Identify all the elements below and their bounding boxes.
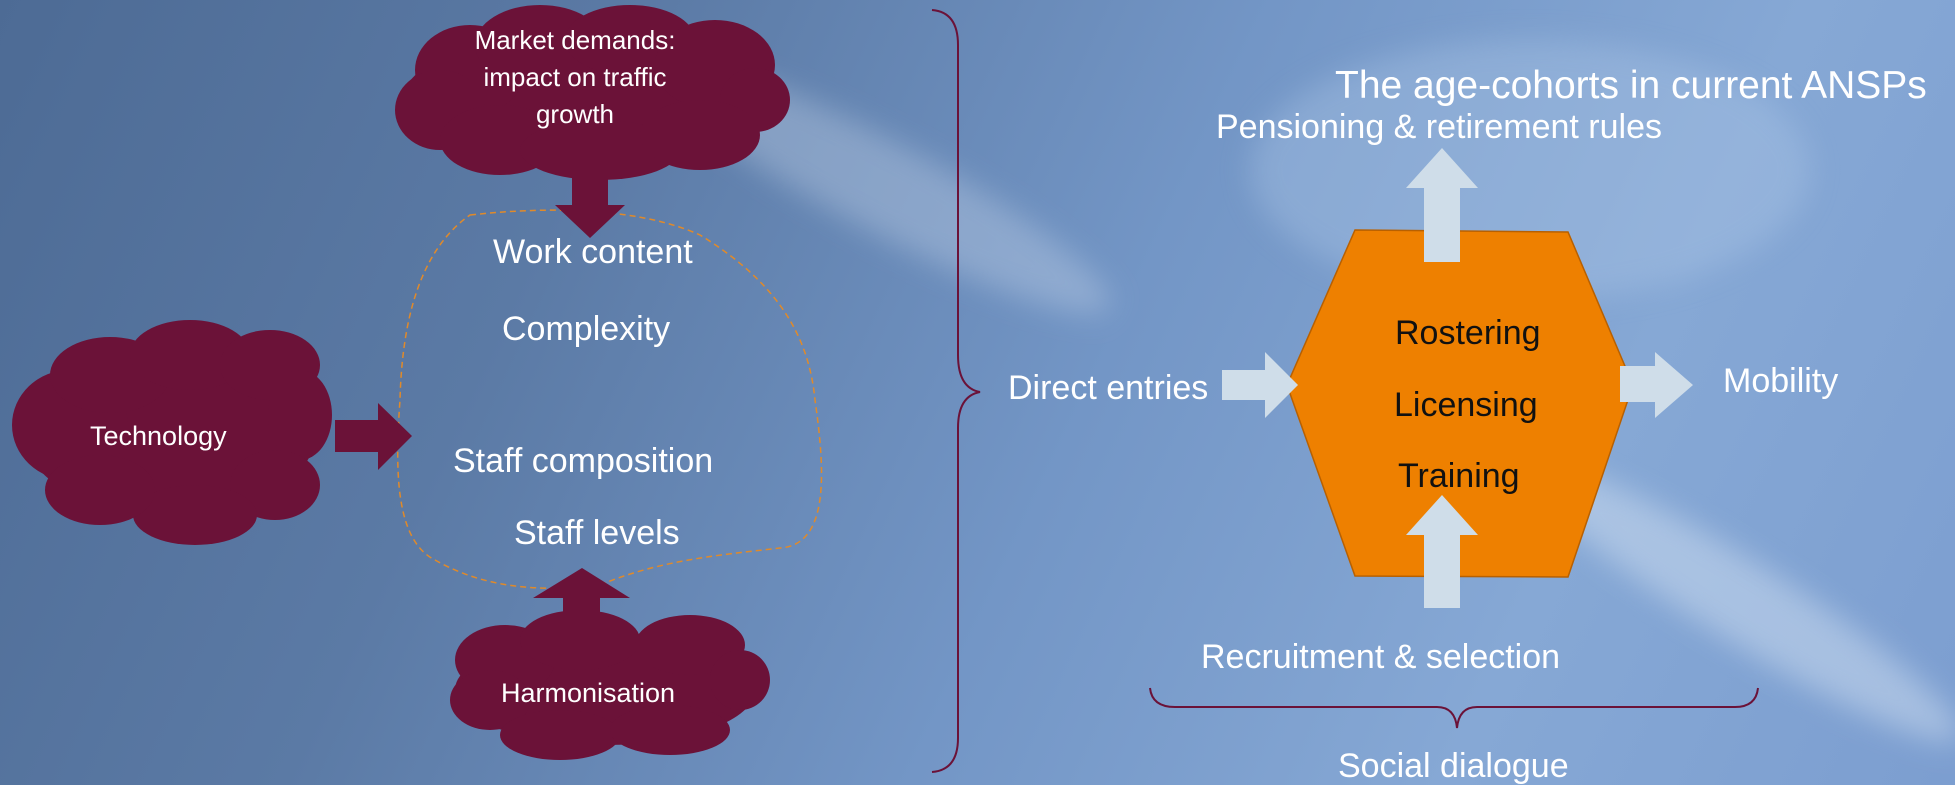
- technology-arrow-right: [335, 403, 412, 470]
- market-demands-label: Market demands: impact on traffic growth: [474, 25, 676, 129]
- social-dialogue-brace: [1149, 687, 1759, 729]
- pensioning-label: Pensioning & retirement rules: [1216, 108, 1663, 146]
- right-arrow-right: [1620, 352, 1693, 418]
- technology-label: Technology: [90, 421, 227, 451]
- harmonisation-label: Harmonisation: [501, 678, 676, 708]
- market-demands-cloud: [395, 5, 790, 180]
- top-arrow-up: [1406, 148, 1478, 262]
- hexagon-item-licensing: Licensing: [1394, 386, 1538, 424]
- hexagon-item-rostering: Rostering: [1395, 314, 1541, 352]
- harmonisation-arrow-up: [533, 568, 630, 630]
- diagram-title: The age-cohorts in current ANSPs: [1335, 64, 1927, 107]
- bottom-arrow-up: [1406, 495, 1478, 608]
- factor-work-content: Work content: [493, 233, 693, 271]
- left-arrow-right: [1222, 352, 1298, 418]
- direct-entries-label: Direct entries: [1008, 369, 1209, 407]
- mobility-label: Mobility: [1723, 362, 1839, 400]
- recruitment-label: Recruitment & selection: [1201, 638, 1561, 676]
- social-dialogue-label: Social dialogue: [1338, 747, 1569, 785]
- hexagon-item-training: Training: [1398, 457, 1520, 495]
- factor-staff-composition: Staff composition: [453, 442, 714, 480]
- technology-cloud: [12, 320, 332, 545]
- market-arrow-down: [555, 170, 625, 238]
- factor-complexity: Complexity: [502, 310, 671, 348]
- divider-brace: [931, 9, 981, 773]
- harmonisation-cloud: [450, 610, 770, 760]
- factor-staff-levels: Staff levels: [514, 514, 680, 552]
- factors-dashed-outline: [397, 209, 823, 589]
